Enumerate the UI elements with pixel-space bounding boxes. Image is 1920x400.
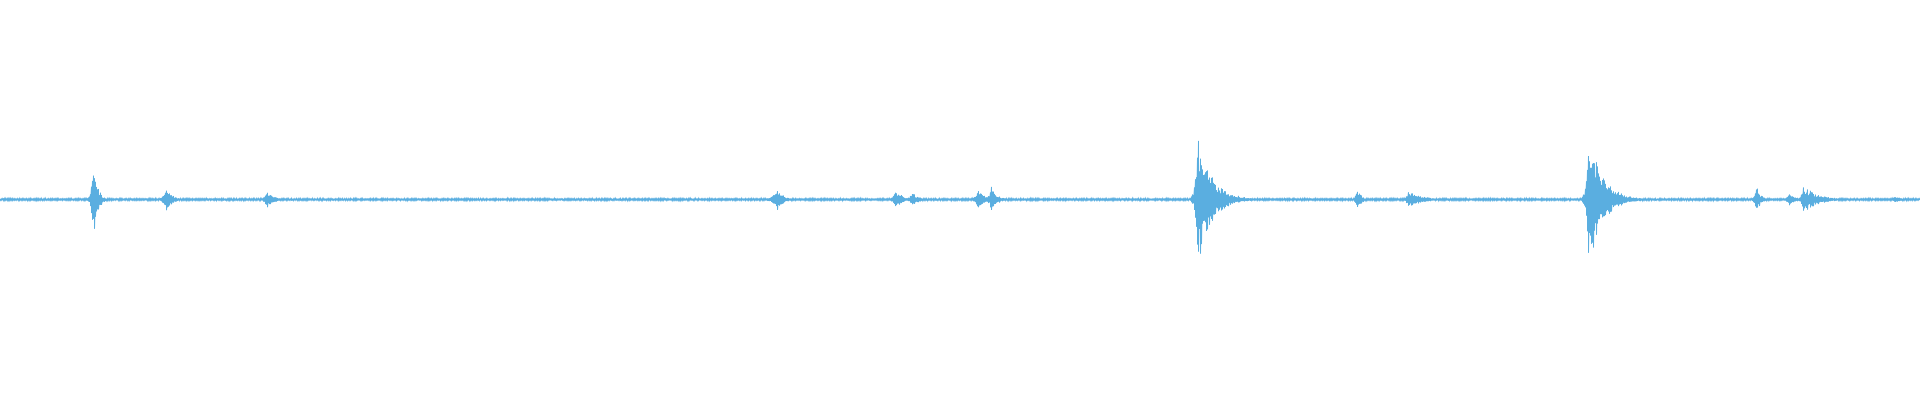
waveform-signal [0,140,1920,254]
